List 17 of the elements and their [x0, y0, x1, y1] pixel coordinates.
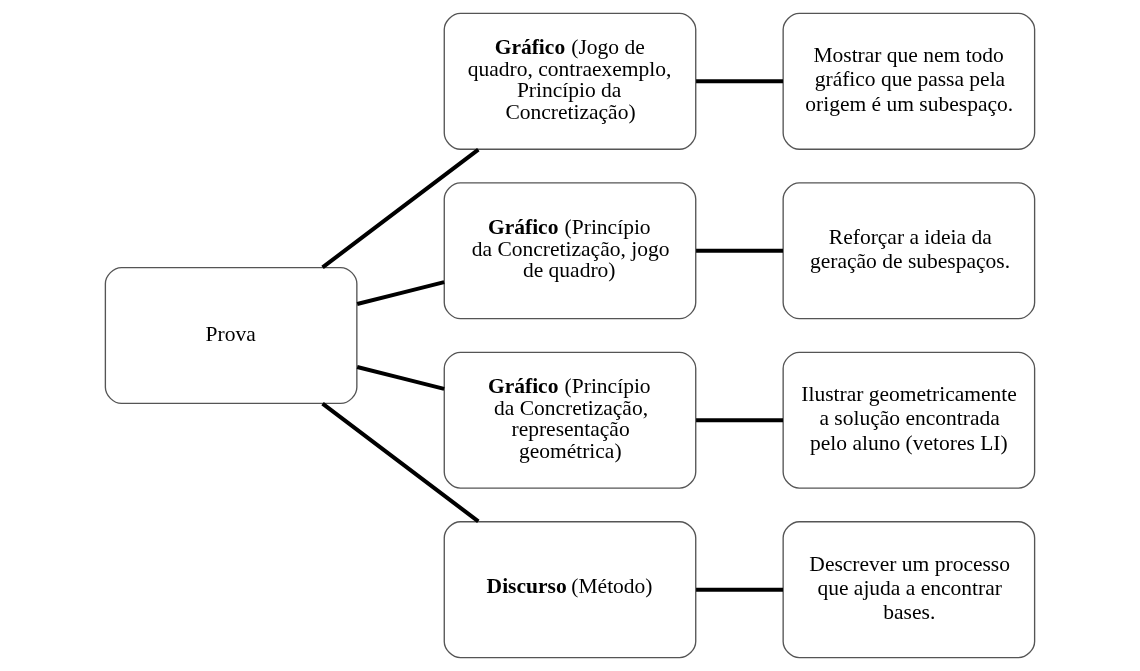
node-box: Descrever um processo que ajuda a encontrar bases. [782, 521, 1036, 659]
connector [321, 148, 480, 269]
node-box: Prova [104, 266, 358, 405]
node-box: Discurso (Método) [443, 521, 697, 659]
connector [696, 79, 784, 84]
node-box: Mostrar que nem todo gráfico que passa pela origem é um subespaço. [782, 12, 1036, 150]
connector [321, 402, 480, 523]
node-box: Gráfico (Princípio da Concretização, jogo de quadro) [443, 182, 697, 320]
connector [356, 280, 445, 307]
node-box: Gráfico (Jogo de quadro, contraexemplo, Princípio da Concretização) [443, 12, 697, 150]
node-box: Ilustrar geometricamente a solução encontrada pelo aluno (vetores LI) [782, 351, 1036, 489]
connector [696, 248, 784, 253]
node-box: Reforçar a ideia da geração de subespaços. [782, 182, 1036, 320]
node-box: Gráfico (Princípio da Concretização, representação geométrica) [443, 351, 697, 489]
connector [356, 364, 445, 391]
connector [696, 587, 784, 592]
connector [696, 418, 784, 423]
